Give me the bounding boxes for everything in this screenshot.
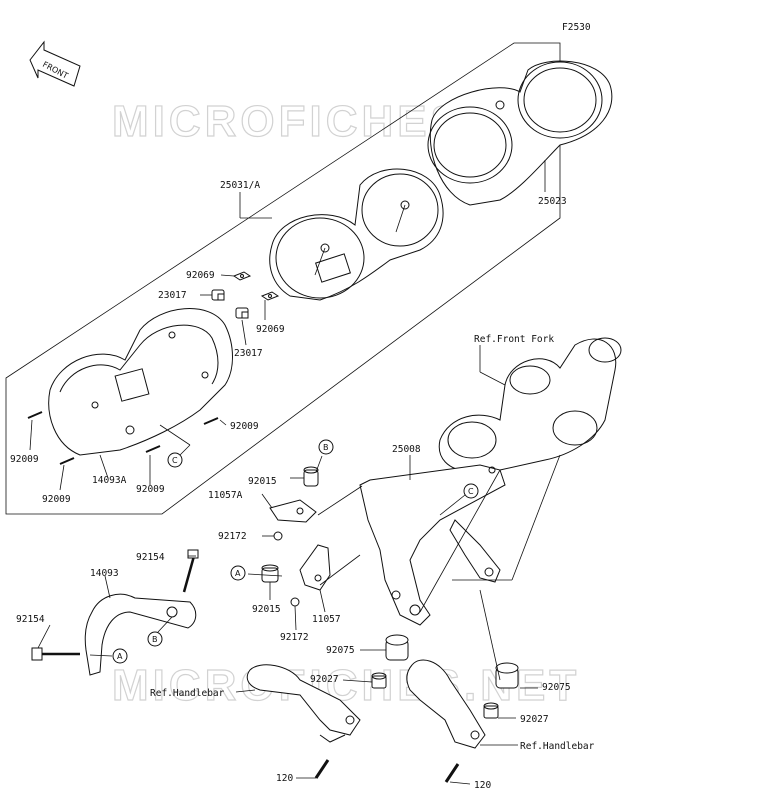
label-23017-lower: 23017 — [234, 348, 263, 359]
damper-92075-left — [385, 634, 409, 661]
collar-92027-right — [483, 702, 499, 719]
svg-text:A: A — [235, 569, 241, 578]
bracket-11057-part — [299, 544, 331, 591]
label-92015-lower: 92015 — [252, 604, 281, 615]
callout-A-mid: A — [230, 565, 246, 581]
callout-B-upper: B — [318, 439, 334, 455]
label-92009-mid: 92009 — [136, 484, 165, 495]
assembly-outline — [5, 42, 561, 515]
label-ref-handlebar-right: Ref.Handlebar — [520, 741, 595, 752]
label-92009-bottom: 92009 — [42, 494, 71, 505]
label-120-left: 120 — [276, 773, 293, 784]
label-11057A: 11057A — [208, 490, 243, 501]
bolt-120-right — [444, 763, 460, 783]
label-25008: 25008 — [392, 444, 421, 455]
screw-92009-c — [145, 445, 161, 453]
label-ref-front-fork: Ref.Front Fork — [474, 334, 554, 345]
figure-code: F2530 — [562, 22, 591, 33]
bracket-11057A-part — [269, 499, 317, 523]
clip-92069-lower — [260, 291, 280, 301]
label-11057: 11057 — [312, 614, 341, 625]
front-arrow-icon: FRONT — [29, 40, 81, 87]
label-92075-right: 92075 — [542, 682, 571, 693]
bulb-23017-lower — [235, 307, 249, 319]
label-23017-upper: 23017 — [158, 290, 187, 301]
label-14093: 14093 — [90, 568, 119, 579]
grommet-92015-upper — [303, 466, 319, 487]
callout-C-upper: C — [167, 452, 183, 468]
label-92015-upper: 92015 — [248, 476, 277, 487]
screw-92172-a — [273, 531, 283, 541]
label-92009-left: 92009 — [10, 454, 39, 465]
gauge-body-part — [269, 168, 444, 301]
screw-92009-b — [59, 457, 75, 465]
bracket-25008-part — [359, 464, 506, 626]
meter-case-part — [48, 308, 233, 456]
handlebar-clamp-right — [406, 659, 486, 749]
label-92069-lower: 92069 — [256, 324, 285, 335]
svg-text:C: C — [468, 487, 474, 496]
bolt-92154-lower — [31, 647, 80, 661]
damper-92075-right — [495, 662, 519, 689]
label-92172-lower: 92172 — [280, 632, 309, 643]
callout-A-lower: A — [112, 648, 128, 664]
label-92075-left: 92075 — [326, 645, 355, 656]
label-92027-right: 92027 — [520, 714, 549, 725]
label-92154-upper: 92154 — [136, 552, 165, 563]
svg-text:C: C — [172, 456, 178, 465]
screw-92009-d — [203, 417, 219, 425]
label-14093A: 14093A — [92, 475, 127, 486]
label-92069-upper: 92069 — [186, 270, 215, 281]
label-25023: 25023 — [538, 196, 567, 207]
label-25031A: 25031/A — [220, 180, 260, 191]
meter-cover-part — [427, 60, 613, 206]
fork-clamp-part — [438, 337, 622, 473]
label-92154-lower: 92154 — [16, 614, 45, 625]
bolt-120-left — [314, 759, 330, 779]
svg-text:A: A — [117, 652, 123, 661]
grommet-92015-lower — [261, 564, 279, 583]
callout-B-lower: B — [147, 631, 163, 647]
screw-92009-a — [27, 411, 43, 419]
label-92172-upper: 92172 — [218, 531, 247, 542]
bolt-92154-upper — [182, 549, 199, 593]
svg-text:B: B — [152, 635, 158, 644]
screw-92172-b — [290, 597, 300, 607]
label-92027-left: 92027 — [310, 674, 339, 685]
handlebar-clamp-left — [246, 664, 361, 743]
callout-C-lower: C — [463, 483, 479, 499]
label-ref-handlebar-left: Ref.Handlebar — [150, 688, 225, 699]
label-92009-right: 92009 — [230, 421, 259, 432]
bulb-23017-upper — [211, 289, 225, 301]
label-120-right: 120 — [474, 780, 491, 791]
svg-text:B: B — [323, 443, 329, 452]
clip-92069-upper — [232, 271, 252, 281]
